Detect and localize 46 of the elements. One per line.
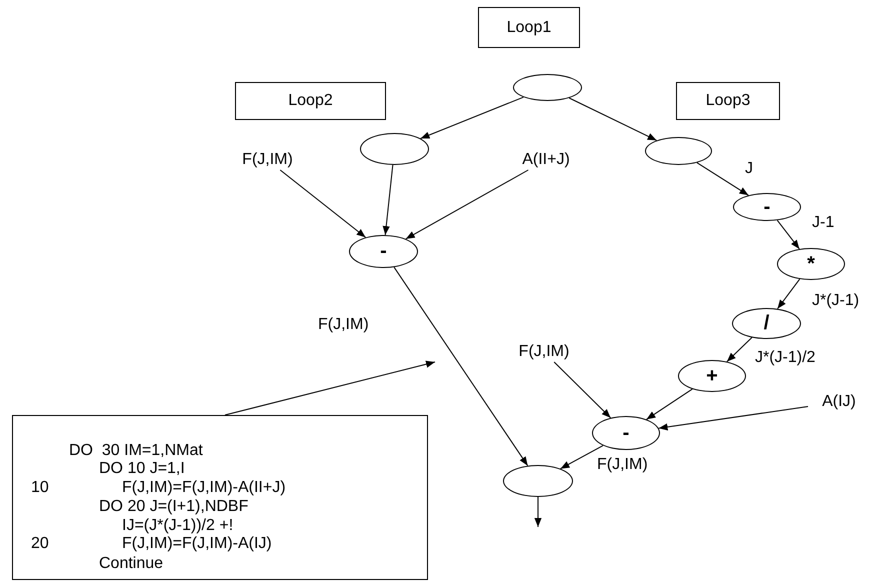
connector-arrow bbox=[420, 96, 524, 140]
loop-label-box: Loop3 bbox=[676, 82, 780, 120]
operation-ellipse: - bbox=[349, 235, 418, 268]
code-line: Continue bbox=[99, 555, 164, 573]
code-line: DO 10 J=1,I bbox=[99, 460, 185, 478]
code-line: IJ=(J*(J-1))/2 +! bbox=[122, 517, 234, 535]
connector-arrow bbox=[280, 170, 366, 238]
edge-label: J*(J-1) bbox=[812, 292, 860, 310]
connector-arrow bbox=[726, 337, 752, 362]
edge-label: F(J,IM) bbox=[597, 456, 648, 474]
connector-arrow bbox=[568, 98, 658, 141]
code-box bbox=[12, 415, 428, 580]
loop-label-box: Loop2 bbox=[235, 82, 386, 120]
variable-label: F(J,IM) bbox=[220, 150, 315, 170]
loop-label-box: Loop1 bbox=[478, 7, 580, 48]
code-line: DO 30 IM=1,NMat bbox=[69, 442, 203, 460]
connector-arrow bbox=[554, 362, 612, 418]
edge-label: F(J,IM) bbox=[318, 316, 369, 334]
connector-arrow bbox=[658, 406, 808, 431]
connector-arrow bbox=[560, 445, 604, 470]
arrow bbox=[534, 496, 542, 528]
variable-label: A(II+J) bbox=[502, 150, 590, 170]
code-line: F(J,IM)=F(J,IM)-A(IJ) bbox=[122, 535, 272, 553]
variable-label: F(J,IM) bbox=[498, 342, 590, 362]
connector-arrow bbox=[777, 278, 800, 310]
connector-arrow bbox=[646, 388, 693, 420]
edge-label: J*(J-1)/2 bbox=[755, 349, 816, 367]
code-line: F(J,IM)=F(J,IM)-A(II+J) bbox=[122, 479, 286, 497]
operation-ellipse: * bbox=[777, 248, 845, 280]
connector-arrow bbox=[776, 220, 800, 250]
connector-arrow bbox=[382, 164, 394, 236]
operation-ellipse bbox=[645, 137, 712, 165]
operation-ellipse: - bbox=[733, 193, 801, 221]
connector-arrow bbox=[405, 170, 529, 240]
line-number: 10 bbox=[31, 479, 49, 497]
code-line: DO 20 J=(I+1),NDBF bbox=[99, 498, 248, 516]
operation-ellipse: + bbox=[678, 360, 746, 392]
arrow bbox=[224, 360, 436, 416]
connector-arrow bbox=[696, 162, 749, 196]
operation-ellipse: - bbox=[592, 416, 660, 450]
operation-ellipse bbox=[513, 74, 582, 101]
variable-label: A(IJ) bbox=[808, 392, 870, 412]
line-number: 20 bbox=[31, 535, 49, 553]
connector-arrow bbox=[394, 266, 528, 466]
operation-ellipse bbox=[360, 133, 429, 165]
operation-ellipse: / bbox=[732, 308, 801, 339]
